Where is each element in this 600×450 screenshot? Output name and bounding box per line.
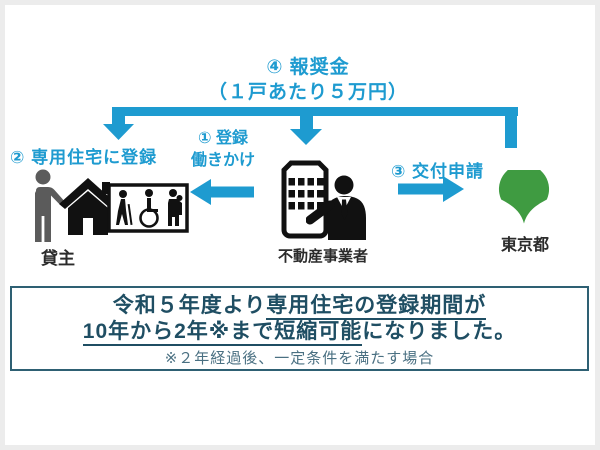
notice-line1-prefix: 令和５年度より [112,294,267,317]
step3-label: ③ 交付申請 [390,162,485,181]
down-arrows-bracket-icon [103,107,518,148]
businessman-icon [306,175,366,240]
wheelchair-icon [139,189,159,228]
notice-line2-underlined: 10年から2年※まで短縮可能 [82,319,363,346]
reward-label: ④ 報奨金 （１戸あたり５万円） [158,55,458,105]
reward-line2: （１戸あたり５万円） [207,82,408,104]
step1-line1: ① 登録 [198,130,248,147]
tokyo-label: 東京都 [500,237,549,254]
person-icon [35,169,64,242]
accessible-tenants-signboard-icon [107,183,189,233]
landlord-label: 貸主 [41,249,75,268]
notice-box: 令和５年度より専用住宅の登録期間が 10年から2年※まで短縮可能になりました。 … [10,286,589,371]
elderly-with-cane-icon [116,190,133,226]
house-icon [59,178,117,235]
step2-label: ② 専用住宅に登録 [10,148,158,167]
office-building-icon [281,160,329,239]
notice-line1: 令和５年度より専用住宅の登録期間が [12,293,587,320]
realtor-label: 不動産事業者 [277,248,368,265]
left-arrow-icon [190,179,254,205]
step1-line2: 働きかけ [190,152,255,170]
tokyo-ginkgo-leaf-icon [499,170,549,224]
notice-line1-underlined: 専用住宅の登録期間が [266,294,487,320]
reward-line1: ④ 報奨金 [266,57,350,78]
step1-label: ① 登録 働きかけ [183,128,263,172]
notice-line2-suffix: になりました。 [362,319,517,343]
parent-and-child-icon [168,189,183,226]
notice-line2: 10年から2年※まで短縮可能になりました。 [12,319,587,346]
right-arrow-icon [398,176,464,202]
notice-footnote: ※２年経過後、一定条件を満たす場合 [164,350,435,368]
